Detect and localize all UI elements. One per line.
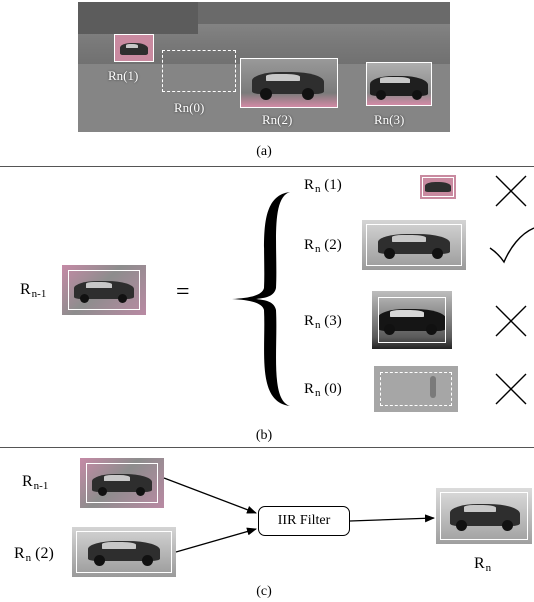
label-rn3: Rn(3) bbox=[374, 112, 405, 127]
traffic-video-frame: Rn(1) Rn(0) Rn(2) Rn(3) bbox=[78, 2, 450, 132]
building bbox=[78, 2, 198, 34]
candidate-rn0-label: Rn (0) bbox=[304, 381, 342, 399]
tree-line bbox=[198, 2, 450, 24]
cross-icon bbox=[495, 373, 527, 405]
iir-filter-box: IIR Filter bbox=[258, 506, 350, 536]
arrow-filter-to-rn bbox=[349, 514, 435, 523]
input-rn2-thumbnail bbox=[72, 527, 176, 577]
divider-bc bbox=[0, 447, 534, 448]
region-rn2-box bbox=[240, 58, 338, 108]
input-rn-1-label: Rn-1 bbox=[22, 473, 49, 492]
left-curly-brace bbox=[232, 192, 290, 406]
input-rn-1-frame bbox=[86, 463, 158, 503]
rn-1-thumbnail bbox=[62, 265, 146, 315]
candidate-rn1-label: Rn (1) bbox=[304, 177, 342, 195]
candidate-rn1-frame bbox=[422, 177, 454, 197]
region-rn1-thumbnail bbox=[114, 34, 154, 62]
caption-a: (a) bbox=[256, 144, 272, 159]
label-rn1: Rn(1) bbox=[108, 68, 139, 83]
caption-c: (c) bbox=[256, 584, 272, 599]
candidate-rn3-label: Rn (3) bbox=[304, 313, 342, 331]
rn-1-frame bbox=[68, 270, 140, 310]
candidate-rn2-frame bbox=[366, 224, 462, 266]
candidate-rn2-label: Rn (2) bbox=[304, 237, 342, 255]
region-rn2-thumbnail bbox=[240, 58, 338, 108]
arrow-rn-1-to-filter bbox=[163, 477, 257, 514]
output-rn-thumbnail bbox=[436, 488, 532, 544]
candidate-rn0-frame bbox=[380, 372, 452, 406]
input-rn-1-thumbnail bbox=[80, 458, 164, 508]
cross-icon bbox=[495, 175, 527, 207]
equals-sign: = bbox=[176, 279, 190, 305]
caption-b: (b) bbox=[255, 428, 273, 443]
region-rn1-box bbox=[114, 34, 154, 62]
region-rn3-thumbnail bbox=[366, 62, 432, 106]
arrow-rn2-to-filter bbox=[175, 527, 257, 553]
cross-icon bbox=[495, 305, 527, 337]
candidate-rn2-thumbnail bbox=[362, 220, 466, 270]
candidate-rn1-thumbnail bbox=[420, 175, 456, 199]
candidate-rn0-thumbnail bbox=[374, 366, 458, 412]
candidate-rn3-thumbnail bbox=[372, 291, 452, 349]
output-rn-label: Rn bbox=[474, 555, 492, 574]
region-rn3-box bbox=[366, 62, 432, 106]
input-rn2-label: Rn (2) bbox=[14, 545, 54, 564]
output-rn-frame bbox=[440, 492, 528, 540]
check-icon bbox=[489, 227, 534, 264]
label-rn2: Rn(2) bbox=[262, 112, 293, 127]
input-rn2-frame bbox=[76, 531, 172, 573]
divider-ab bbox=[0, 166, 534, 167]
label-rn0: Rn(0) bbox=[174, 100, 205, 115]
candidate-rn3-frame bbox=[378, 297, 446, 343]
region-rn0-box bbox=[162, 50, 236, 92]
rn-1-label: Rn-1 bbox=[20, 281, 47, 300]
